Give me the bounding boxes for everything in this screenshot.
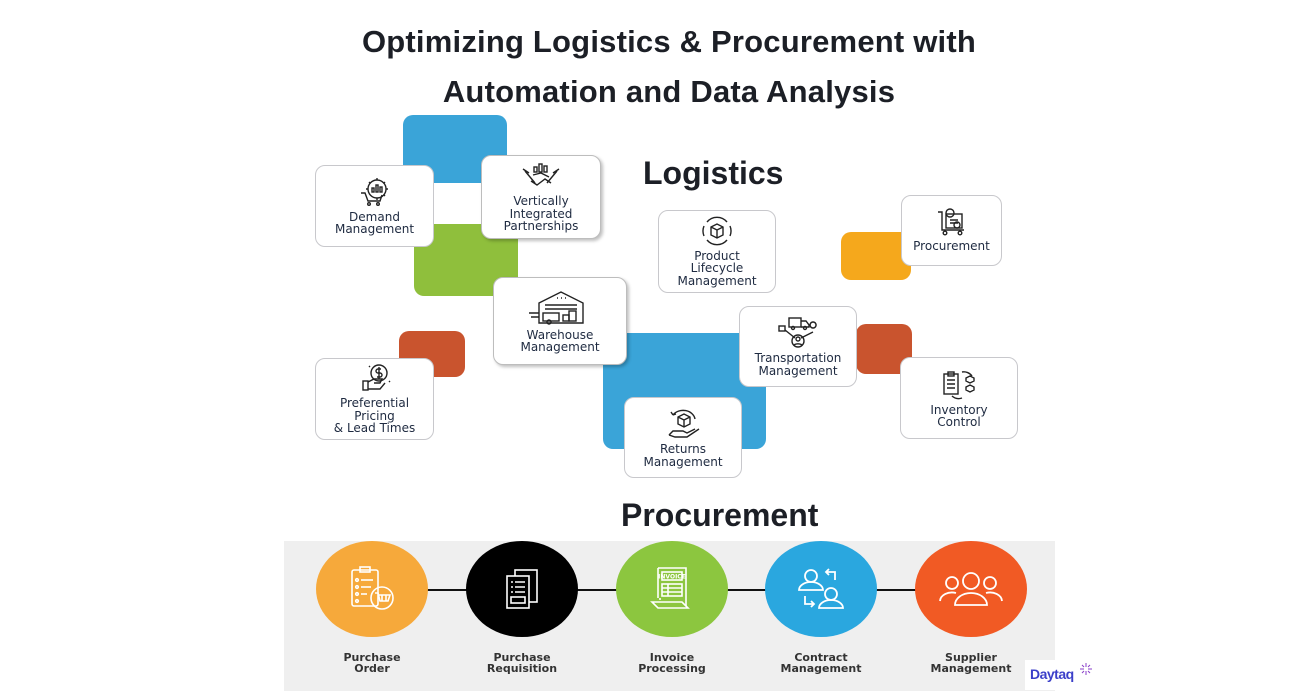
card-label: Vertically Integrated Partnerships	[503, 194, 579, 234]
handshake-chart-icon	[522, 163, 560, 187]
card-label: Transportation Management	[754, 351, 842, 378]
main-title-line-2: Automation and Data Analysis	[442, 74, 896, 109]
step-contract-management	[765, 541, 877, 637]
card-inventory-control: Inventory Control	[900, 357, 1018, 439]
step-invoice-processing: INVOICE	[616, 541, 728, 637]
card-label: Warehouse Management	[520, 327, 600, 354]
user-exchange-icon	[798, 568, 844, 609]
step-label-purchase-requisition: Purchase Requisition	[486, 651, 558, 675]
step-label-contract-management: Contract Management	[780, 651, 862, 675]
invoice-icon: INVOICE	[650, 567, 690, 609]
step-purchase-requisition	[466, 541, 578, 637]
card-warehouse-management: Warehouse Management	[493, 277, 627, 365]
group-users-icon	[939, 572, 1003, 606]
orange-block	[841, 232, 911, 280]
card-returns-management: Returns Management	[624, 397, 742, 478]
hand-box-return-icon	[668, 409, 700, 438]
card-label: Preferential Pricing & Lead Times	[333, 396, 416, 436]
step-label-invoice-processing: Invoice Processing	[638, 651, 706, 675]
logistics-heading: Logistics	[643, 155, 784, 191]
clipboard-boxes-icon	[943, 370, 975, 399]
truck-route-icon	[778, 317, 817, 348]
sparkle-icon	[1080, 663, 1092, 675]
hand-dollar-icon	[361, 364, 390, 391]
procurement-heading: Procurement	[621, 497, 819, 533]
warehouse-truck-icon	[529, 290, 584, 325]
step-purchase-order	[316, 541, 428, 637]
card-preferential-pricing-lead-times: Preferential Pricing & Lead Times	[315, 358, 434, 440]
cart-invoice-icon	[937, 208, 964, 236]
documents-icon	[506, 569, 538, 609]
card-label: Demand Management	[334, 209, 415, 236]
card-vertically-integrated-partnerships: Vertically Integrated Partnerships	[481, 155, 601, 239]
main-title-line-1: Optimizing Logistics & Procurement with	[361, 24, 977, 59]
card-label: Returns Management	[643, 442, 723, 469]
cart-gear-chart-icon	[360, 177, 388, 206]
step-supplier-management	[915, 541, 1027, 637]
step-label-supplier-management: Supplier Management	[930, 651, 1012, 675]
invoice-icon-text: INVOICE	[658, 574, 686, 581]
card-label: Inventory Control	[930, 402, 988, 429]
clipboard-cart-icon	[351, 566, 394, 610]
card-label: Procurement	[913, 239, 990, 254]
card-label: Product Lifecycle Management	[677, 248, 757, 288]
logo-text: Daytaq	[1030, 666, 1074, 682]
daytaq-logo: Daytaq	[1025, 660, 1095, 690]
box-cycle-icon	[702, 216, 732, 246]
step-label-purchase-order: Purchase Order	[343, 651, 401, 675]
card-demand-management: Demand Management	[315, 165, 434, 247]
card-product-lifecycle-management: Product Lifecycle Management	[658, 210, 776, 293]
card-transportation-management: Transportation Management	[739, 306, 857, 387]
card-procurement: Procurement	[901, 195, 1002, 266]
